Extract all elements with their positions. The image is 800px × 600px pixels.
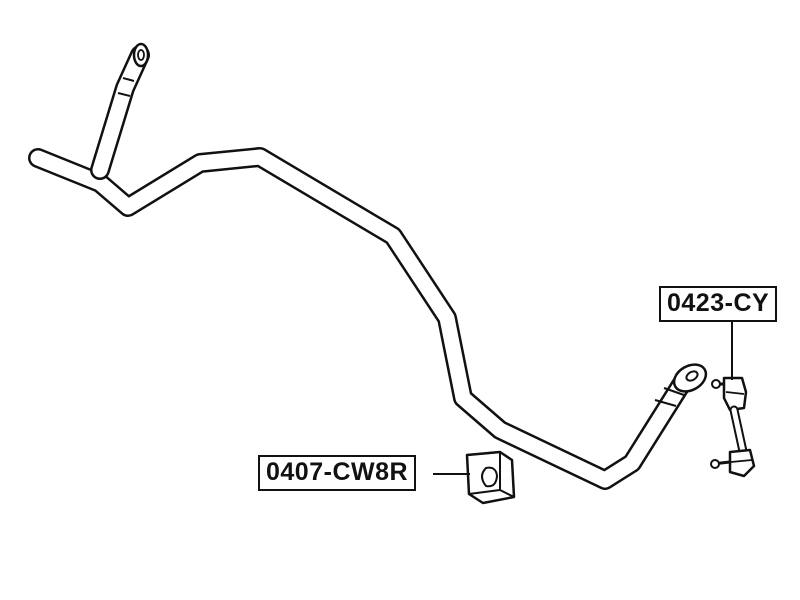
stabilizer-bar xyxy=(28,42,708,490)
part-label-stabilizer-bushing[interactable]: 0407-CW8R xyxy=(258,455,417,491)
part-label-stabilizer-link[interactable]: 0423-CY xyxy=(659,286,778,322)
bushing-drawing xyxy=(462,450,516,505)
stabilizer-link-drawing xyxy=(710,376,756,478)
